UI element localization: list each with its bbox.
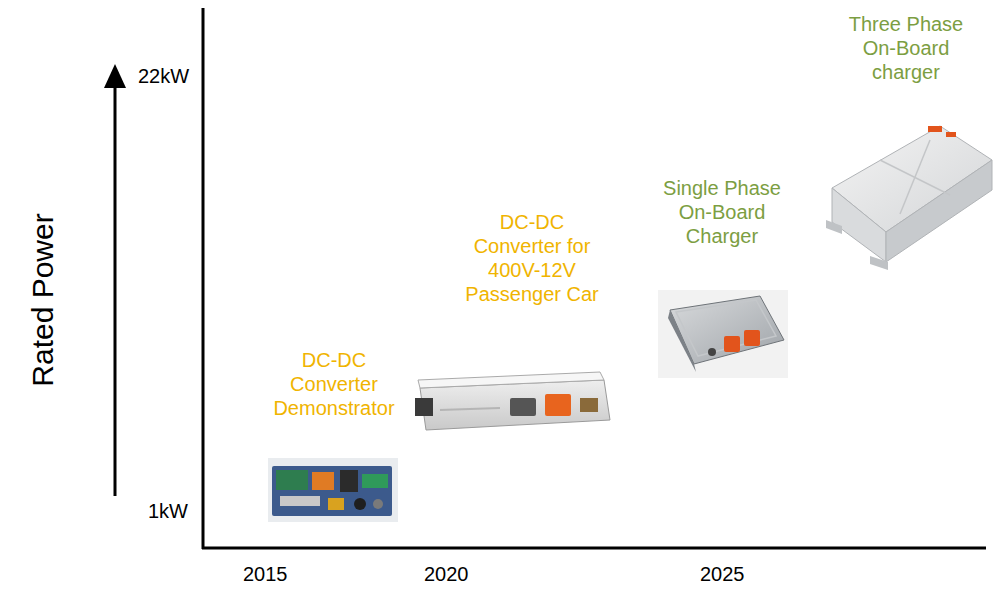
pcb-photo: [268, 458, 398, 522]
y-axis: [202, 8, 205, 549]
product-label: DC-DC Converter for 400V-12V Passenger C…: [457, 210, 607, 306]
year-label: 2020: [424, 562, 469, 586]
product-label: Three Phase On-Board charger: [840, 12, 972, 84]
product-label: Single Phase On-Board Charger: [656, 176, 788, 248]
product-label: DC-DC Converter Demonstrator: [268, 348, 400, 420]
power-arrow: [114, 82, 117, 496]
single-phase-charger-photo: [658, 290, 788, 378]
three-phase-charger-photo: [826, 126, 992, 270]
arrow-head: [104, 64, 126, 88]
axis-max-label: 22kW: [138, 64, 189, 88]
x-axis: [202, 547, 986, 550]
axis-min-label: 1kW: [148, 499, 188, 523]
year-label: 2015: [243, 562, 288, 586]
dcdc-housing-photo: [415, 372, 610, 430]
year-label: 2025: [700, 562, 745, 586]
axis-title: Rated Power: [25, 213, 61, 386]
